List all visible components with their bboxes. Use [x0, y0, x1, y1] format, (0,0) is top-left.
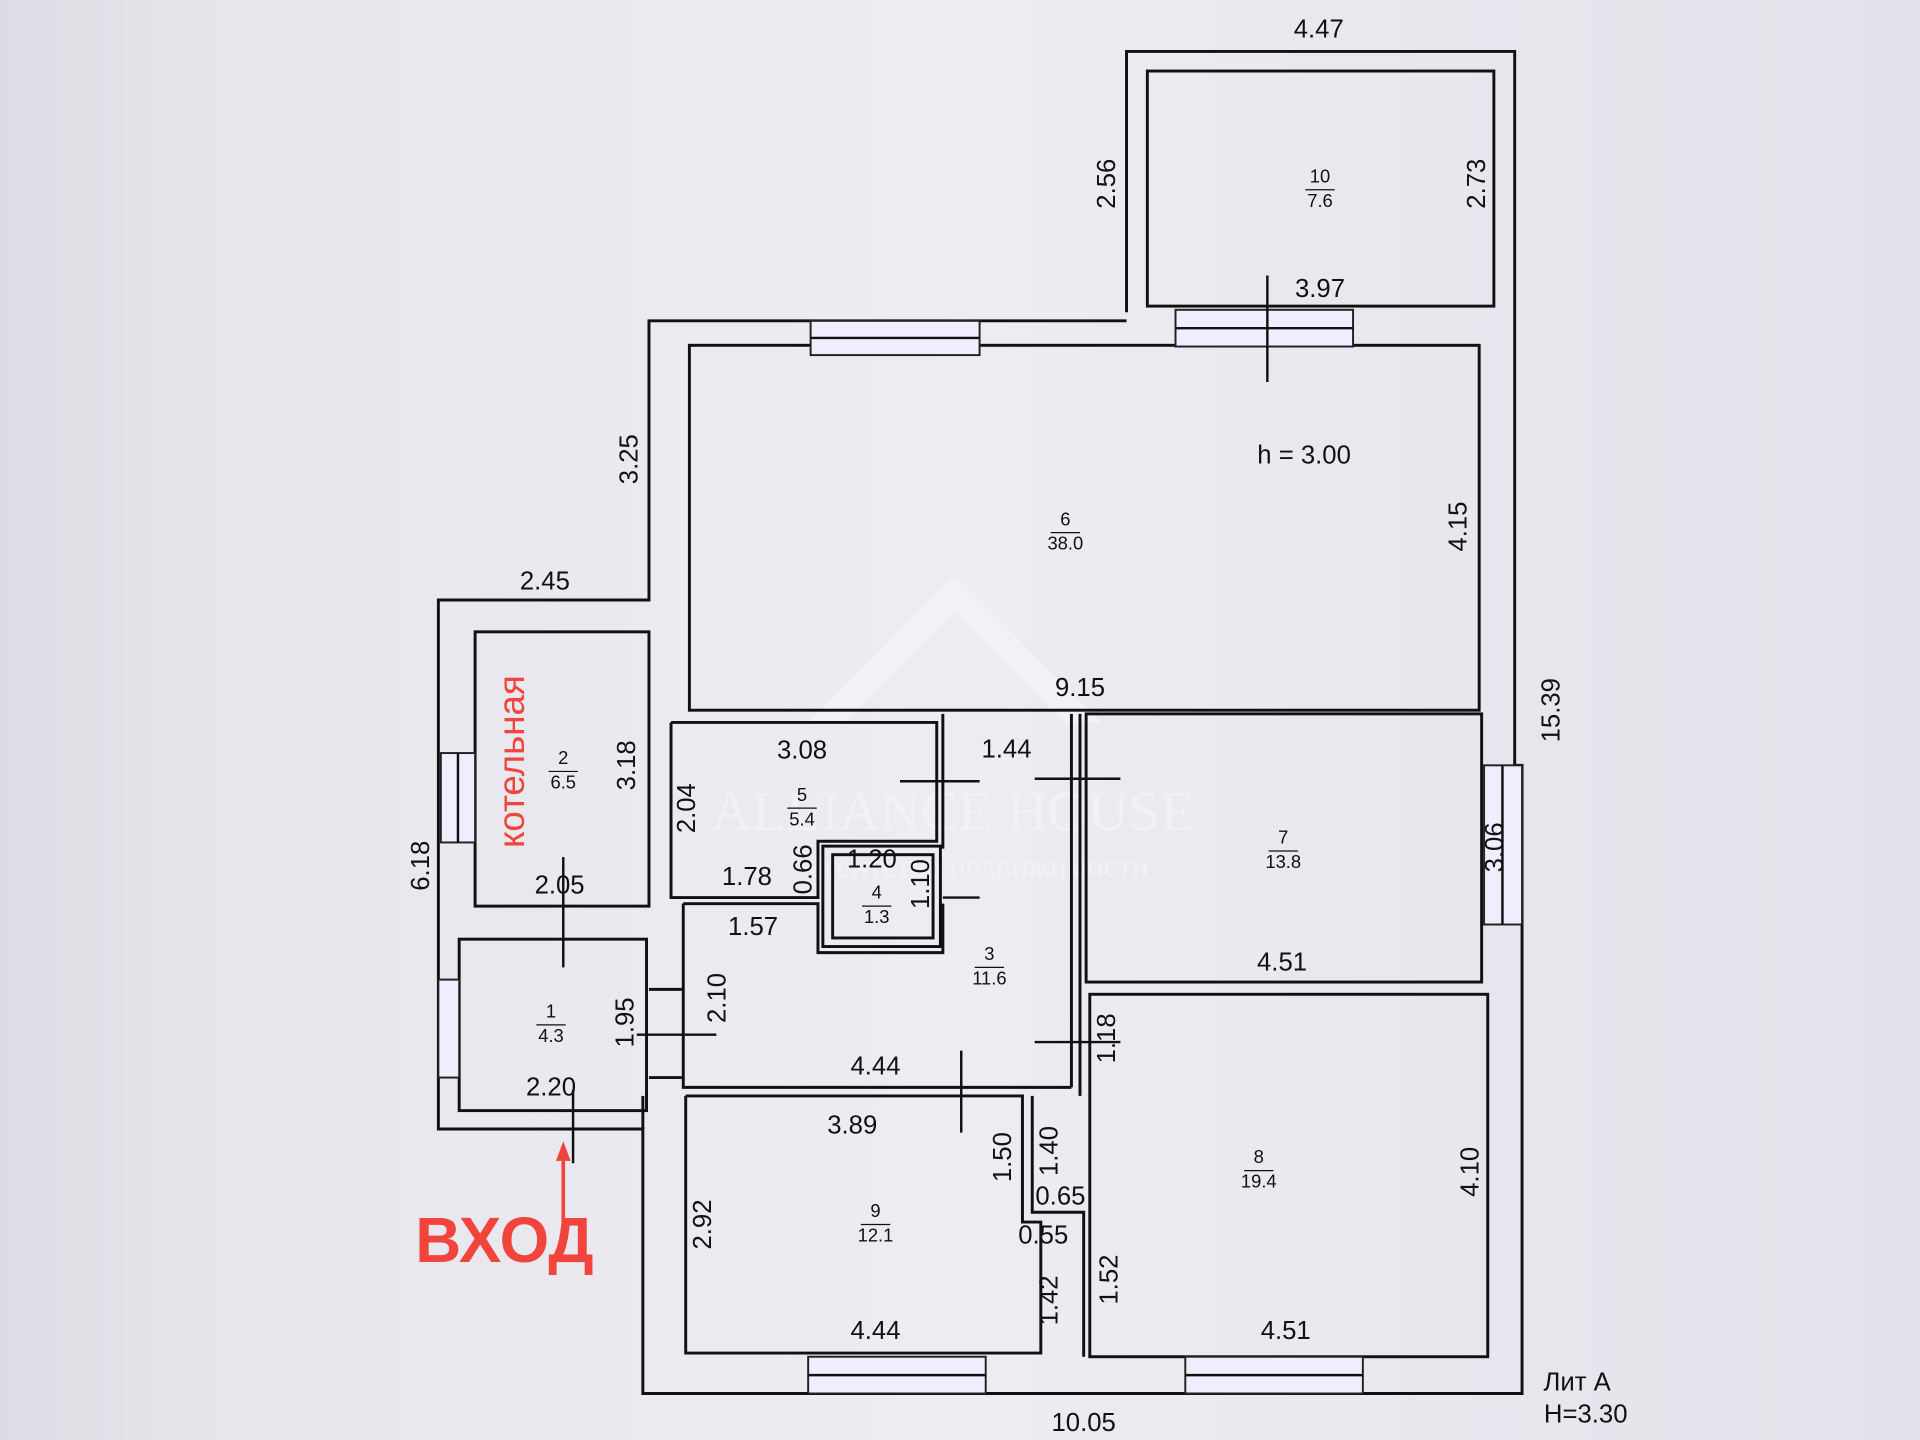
dimension-label: 4.44: [850, 1317, 900, 1345]
dimension-label: 1.20: [847, 846, 897, 874]
room-labels: 107.6638.026.555.441.3713.8311.614.3912.…: [536, 165, 1335, 1246]
dimension-label: 10.05: [1052, 1409, 1116, 1437]
room-number: 10: [1310, 165, 1330, 186]
room-area: 4.3: [538, 1025, 564, 1046]
room-area: 13.8: [1265, 851, 1301, 872]
dimension-label: 4.51: [1261, 1317, 1311, 1345]
dimension-label: 1.78: [722, 863, 772, 891]
dimension-label: 1.50: [989, 1132, 1017, 1182]
dimension-label: 1.95: [612, 997, 640, 1047]
dimension-label: 4.51: [1257, 948, 1307, 976]
dimension-label: 2.20: [526, 1073, 576, 1101]
watermark: ALLIANCE HOUSE агентство недвижимости: [711, 575, 1194, 884]
room-8: 819.4: [1241, 1146, 1277, 1191]
dimension-label: 0.65: [1035, 1182, 1085, 1210]
dimension-label: 2.92: [689, 1199, 717, 1249]
dimension-label: 1.42: [1035, 1275, 1063, 1325]
dimension-label: 1.44: [982, 735, 1032, 763]
room-4: 41.3: [862, 882, 892, 927]
dimension-label: 1.10: [907, 859, 935, 909]
dimension-label: 3.25: [615, 434, 643, 484]
dimension-label: 3.18: [613, 740, 641, 790]
dimension-label: 2.10: [704, 973, 732, 1023]
room-number: 1: [546, 1000, 556, 1021]
room-number: 4: [872, 882, 882, 903]
room-1: 14.3: [536, 1000, 566, 1046]
dimension-label: 1.18: [1093, 1013, 1121, 1063]
room-number: 5: [797, 784, 807, 805]
outer-walls: [436, 49, 1524, 1395]
room-7: 713.8: [1265, 827, 1301, 872]
building-height-label: Н=3.30: [1544, 1400, 1628, 1428]
room-number: 7: [1278, 827, 1288, 848]
room-area: 38.0: [1047, 533, 1083, 554]
room-area: 6.5: [550, 772, 576, 793]
dimension-label: 9.15: [1055, 674, 1105, 702]
room-6: 638.0: [1047, 508, 1083, 553]
dimension-label: 2.45: [520, 568, 570, 596]
dimension-labels: 4.47 2.56 2.73 3.97 3.25 4.15 2.45 9.15 15.39 3.0…: [407, 15, 1565, 1436]
dimension-label: 3.08: [777, 737, 827, 765]
dimension-label: 2.05: [535, 871, 585, 899]
dimension-label: 1.57: [728, 913, 778, 941]
watermark-brand: ALLIANCE HOUSE: [711, 781, 1194, 843]
room-area: 19.4: [1241, 1171, 1277, 1192]
room-2: 26.5: [548, 747, 578, 793]
inner-walls: [457, 69, 1496, 1359]
dimension-label: 15.39: [1537, 678, 1565, 742]
room-area: 1.3: [864, 906, 890, 927]
room-area: 12.1: [858, 1225, 894, 1246]
room-area: 11.6: [972, 967, 1006, 988]
window: [437, 978, 461, 1079]
dimension-label: 0.55: [1018, 1222, 1068, 1250]
dimension-label: 3.89: [827, 1111, 877, 1139]
dimension-label: 4.47: [1294, 15, 1344, 43]
dimension-label: 2.73: [1463, 159, 1491, 209]
dimension-label: 3.06: [1481, 822, 1509, 872]
room-5: 55.4: [787, 784, 817, 829]
boiler-room-label: котельная: [491, 675, 532, 848]
windows: [437, 308, 1524, 1395]
watermark-roof-logo: [808, 575, 1103, 723]
room-number: 2: [558, 747, 568, 768]
door-markers: [562, 275, 1269, 1164]
dimension-label: 3.97: [1295, 275, 1345, 303]
dimension-label: 2.56: [1093, 159, 1121, 209]
dimension-label: 1.40: [1035, 1126, 1063, 1176]
room-10: 107.6: [1305, 165, 1335, 211]
ceiling-height-label: h = 3.00: [1257, 442, 1351, 470]
dimension-label: 1.52: [1095, 1255, 1123, 1305]
dimension-label: 6.18: [407, 841, 435, 891]
room-9: 912.1: [858, 1200, 894, 1245]
room-number: 3: [984, 943, 994, 964]
room-number: 6: [1060, 508, 1070, 529]
entrance-label: ВХОД: [415, 1205, 593, 1276]
lit-label: Лит А: [1543, 1368, 1611, 1396]
room-3: 311.6: [972, 943, 1006, 988]
room-number: 9: [870, 1200, 880, 1221]
dimension-label: 4.10: [1457, 1147, 1485, 1197]
room-number: 8: [1254, 1146, 1264, 1167]
dimension-label: 4.15: [1444, 502, 1472, 552]
dimension-label: 2.04: [673, 783, 701, 833]
room-area: 5.4: [789, 808, 815, 829]
dimension-label: 4.44: [850, 1053, 900, 1081]
dimension-label: 0.66: [789, 844, 817, 894]
room-area: 7.6: [1307, 190, 1333, 211]
entrance-arrow-icon: [555, 1141, 571, 1225]
